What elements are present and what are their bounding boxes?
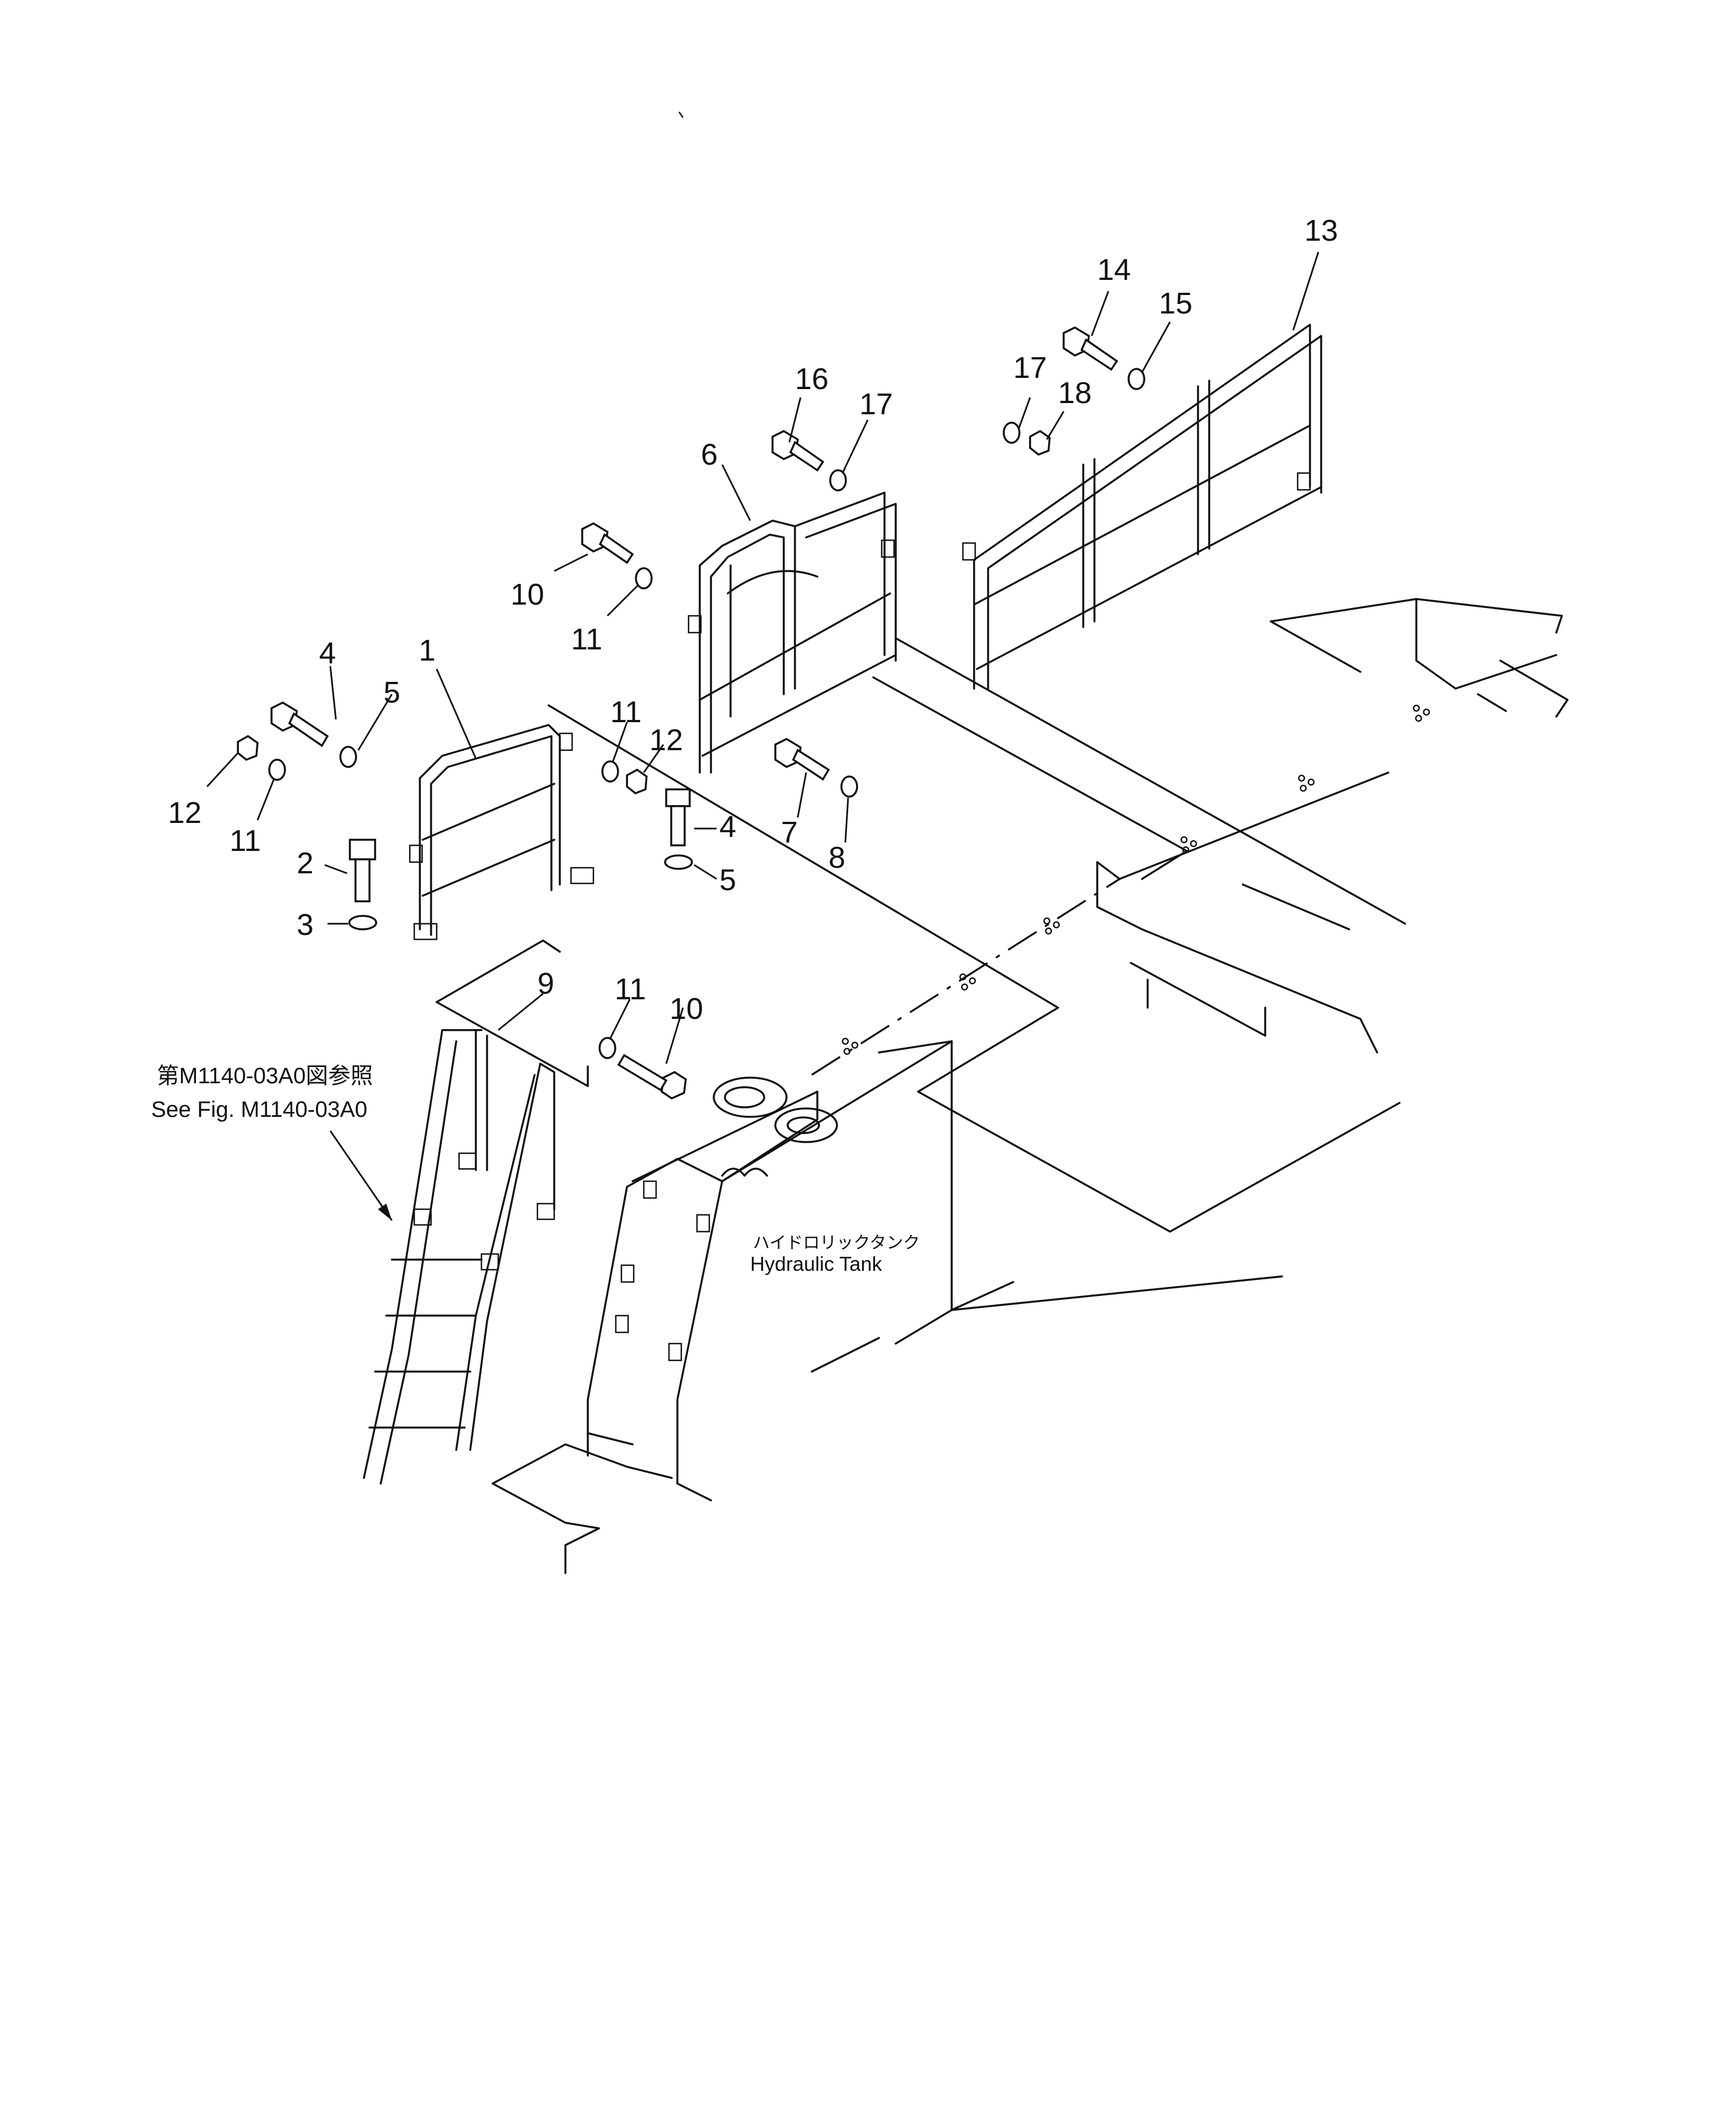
callout-11: 11: [230, 824, 261, 858]
bolt-7: [774, 738, 830, 781]
leader-lines: [206, 251, 1319, 1221]
tank-label-en: Hydraulic Tank: [750, 1252, 882, 1275]
callout-10: 10: [511, 578, 544, 611]
reference-note: 第M1140-03A0図参照 See Fig. M1140-03A0: [151, 1064, 373, 1122]
callout-5: 5: [383, 676, 400, 709]
nut-12-left: [237, 734, 259, 761]
reference-note-jp: 第M1140-03A0図参照: [157, 1064, 373, 1088]
nut-12-center: [626, 768, 648, 794]
callout-12: 12: [649, 723, 683, 757]
callout-11: 11: [571, 623, 602, 656]
washer-5-center: [664, 854, 693, 870]
hydraulic-tank-label: ハイドロリックタンク Hydraulic Tank: [750, 1234, 920, 1275]
washer-5-left: [339, 746, 357, 768]
nut-18: [1029, 429, 1051, 456]
callout-numbers: 1 2 3 4 4 5 5 6 7 8 9 10 10 11 11 11 11 …: [168, 214, 1338, 1026]
machine-body: [436, 598, 1569, 1574]
reference-note-en: See Fig. M1140-03A0: [151, 1097, 367, 1122]
callout-8: 8: [829, 841, 845, 874]
bolt-2: [349, 839, 376, 902]
callout-5: 5: [719, 863, 736, 897]
callout-17: 17: [859, 387, 893, 421]
callout-13: 13: [1304, 214, 1338, 247]
stray-mark: [678, 111, 684, 118]
bolt-4-center: [665, 788, 691, 846]
callout-16: 16: [795, 362, 829, 396]
callout-15: 15: [1159, 287, 1192, 320]
bolt-16: [771, 430, 825, 472]
callout-4: 4: [319, 637, 336, 670]
callout-9: 9: [537, 967, 554, 1000]
washer-11-lower: [598, 1037, 616, 1059]
hardware: [237, 326, 1145, 1100]
washer-11-upper: [635, 567, 653, 590]
bolt-10-lower: [617, 1054, 687, 1100]
washer-11-center: [601, 760, 619, 783]
callout-17: 17: [1013, 351, 1047, 385]
ladder-9: [363, 1029, 555, 1485]
bolt-4-left: [270, 701, 329, 747]
bolt-10-upper: [581, 522, 634, 564]
callout-18: 18: [1058, 376, 1092, 410]
bolt-14: [1063, 326, 1119, 371]
callout-2: 2: [297, 846, 313, 880]
callout-1: 1: [419, 634, 436, 667]
washer-3: [348, 915, 377, 930]
guard-rail-1: [409, 724, 595, 941]
washer-8: [840, 775, 858, 798]
callout-11: 11: [610, 695, 642, 729]
callout-4: 4: [719, 810, 736, 844]
callout-12: 12: [168, 796, 202, 830]
callout-10: 10: [670, 992, 703, 1026]
callout-11: 11: [615, 972, 646, 1006]
guard-rail-13: [962, 324, 1322, 690]
washer-11-left: [268, 759, 286, 781]
callout-6: 6: [701, 438, 718, 471]
callout-14: 14: [1097, 253, 1131, 287]
guard-rail-6: [687, 492, 897, 774]
callout-7: 7: [781, 816, 798, 849]
washer-17-right: [1003, 422, 1021, 444]
tank-label-jp: ハイドロリックタンク: [753, 1234, 920, 1252]
callout-3: 3: [297, 908, 313, 942]
washer-15: [1127, 368, 1145, 390]
washer-17: [829, 469, 847, 492]
